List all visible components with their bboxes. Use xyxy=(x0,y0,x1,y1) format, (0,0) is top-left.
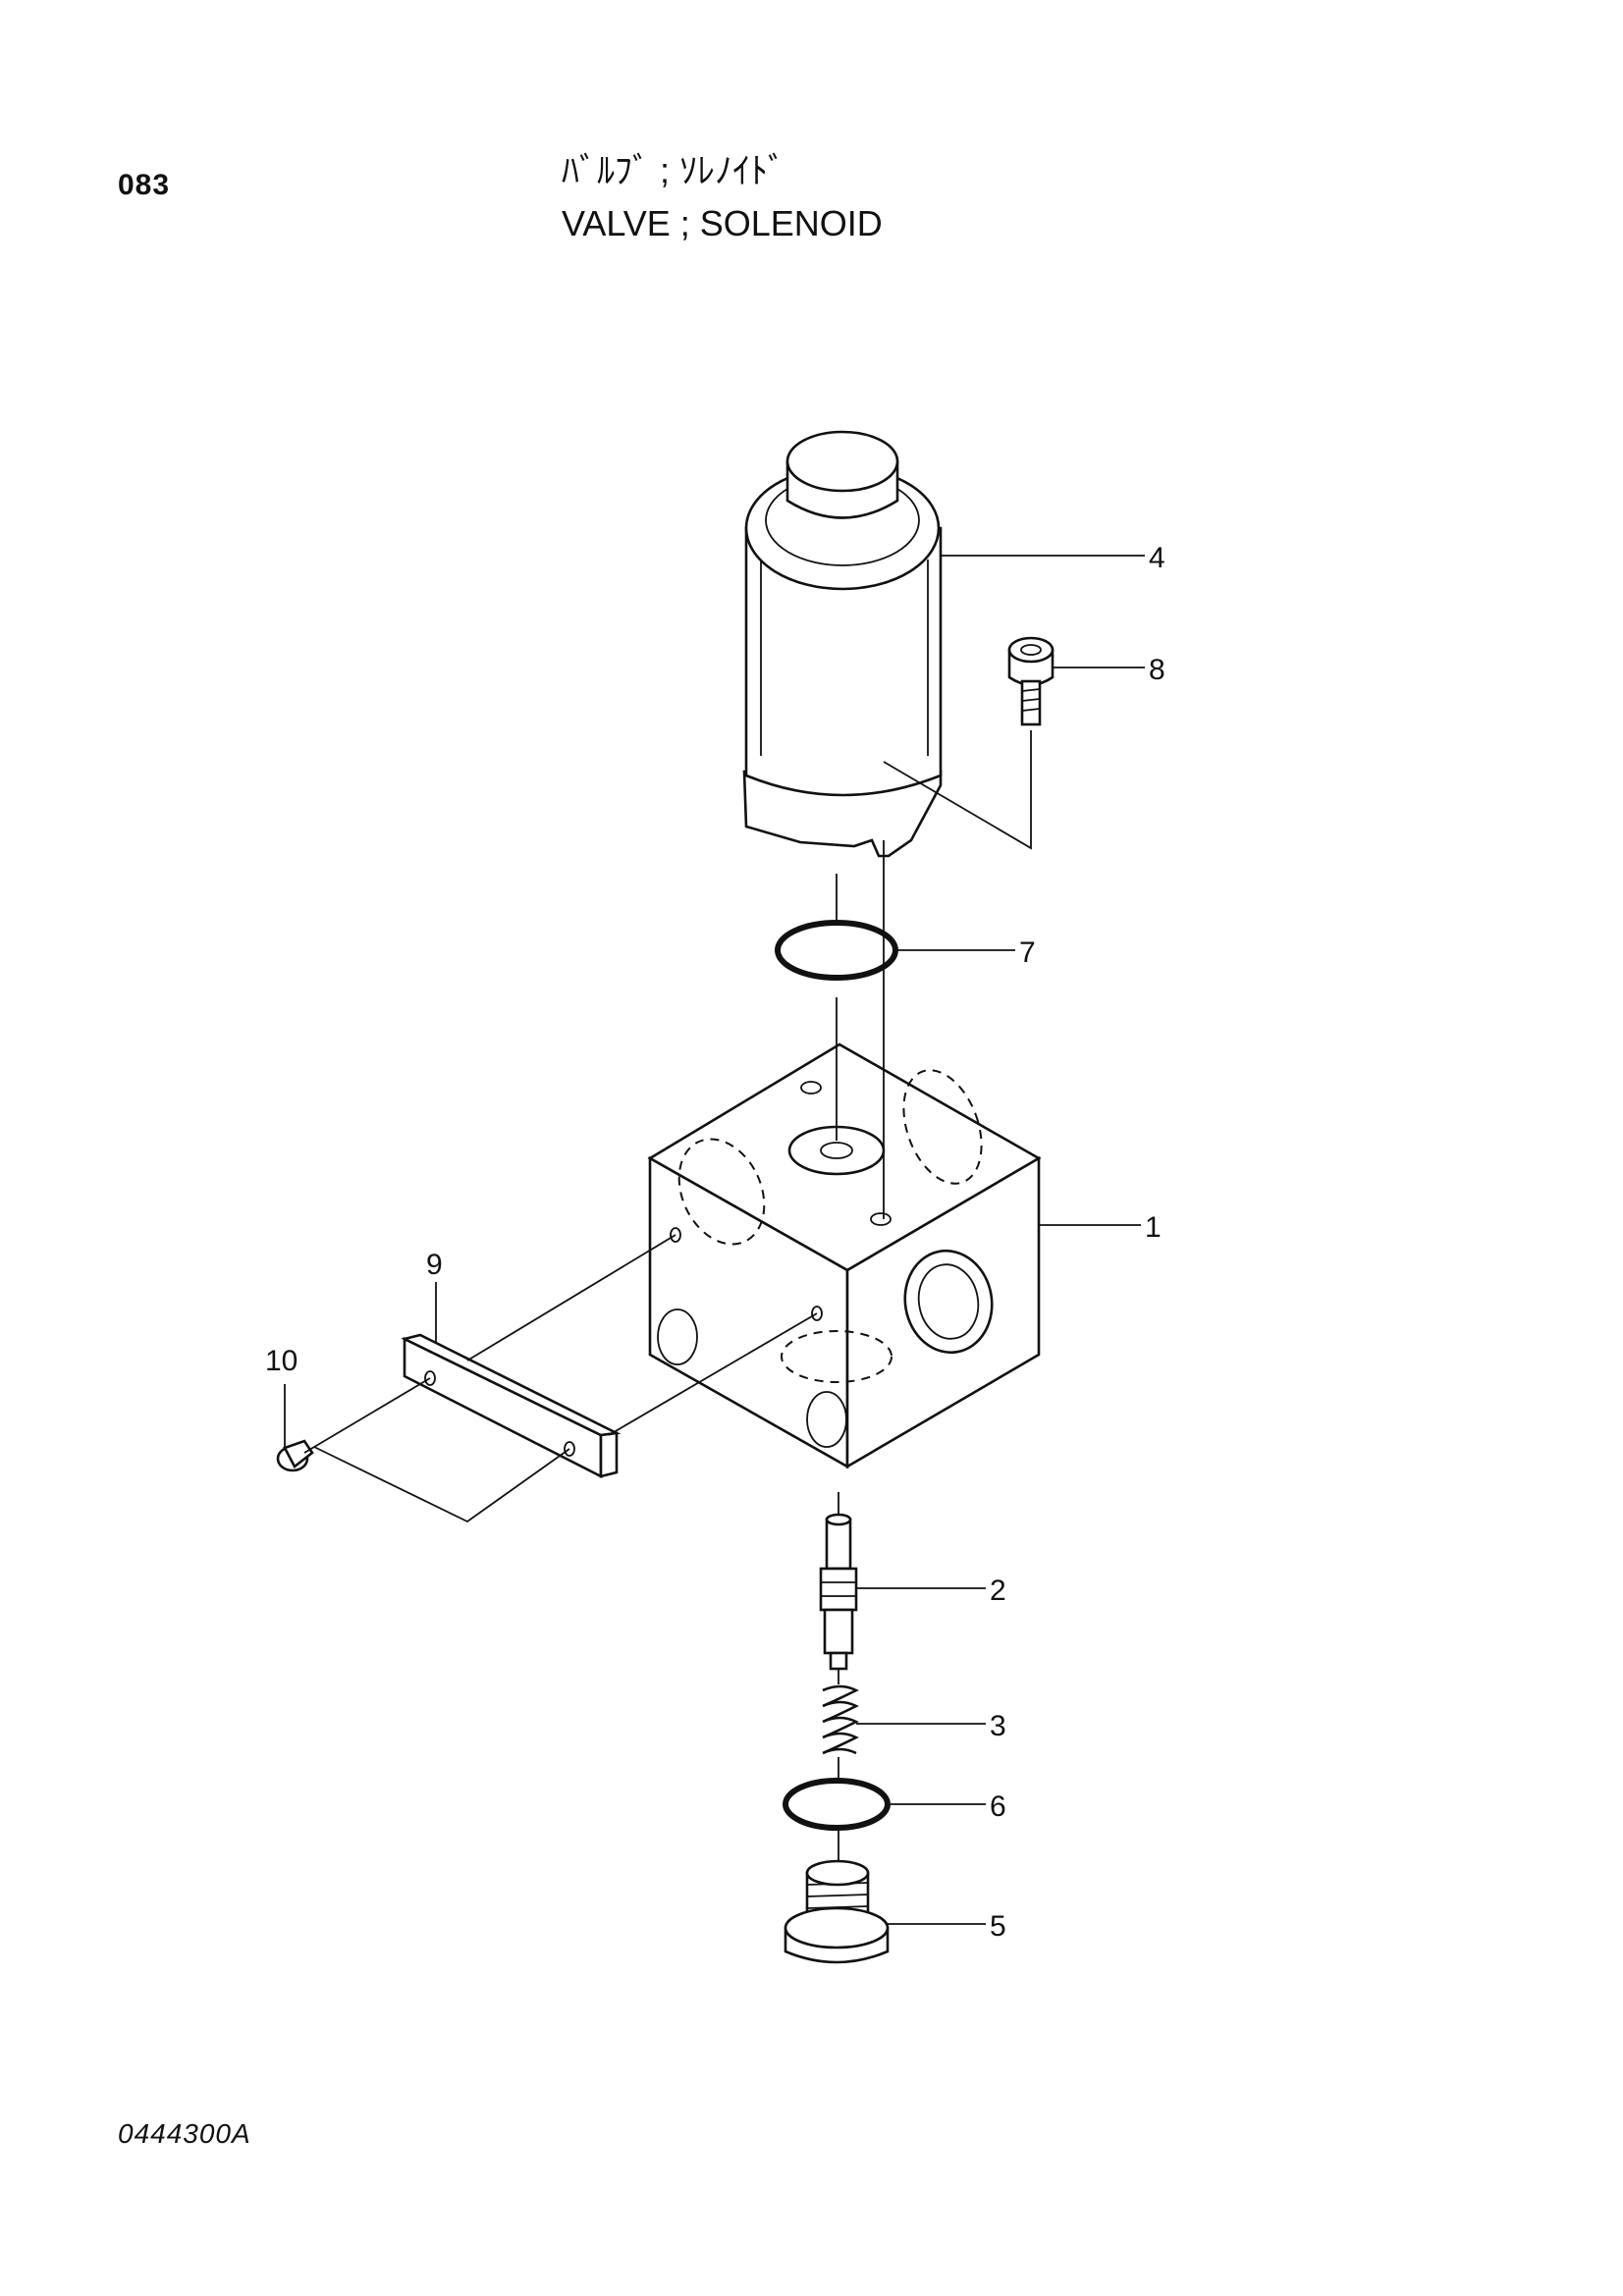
leader-lines xyxy=(284,555,1145,1925)
part-2-spool xyxy=(819,1513,858,1671)
callout-1: 1 xyxy=(1145,1211,1162,1244)
page-number: 083 xyxy=(118,169,171,201)
part-3-spring xyxy=(822,1684,859,1755)
callout-7: 7 xyxy=(1019,936,1036,969)
callout-10: 10 xyxy=(265,1345,298,1377)
drawing-code: 0444300A xyxy=(118,2118,251,2149)
part-1-valve-block xyxy=(647,1042,1042,1469)
title-english: VALVE ; SOLENOID xyxy=(562,203,883,243)
callout-3: 3 xyxy=(990,1710,1006,1742)
part-10-plug xyxy=(276,1439,314,1472)
callout-8: 8 xyxy=(1149,654,1165,686)
callout-6: 6 xyxy=(990,1790,1006,1823)
callout-2: 2 xyxy=(990,1575,1006,1607)
assembly-lines xyxy=(303,730,1032,1861)
callout-4: 4 xyxy=(1149,542,1165,574)
title-japanese: ﾊﾞﾙﾌﾞ ; ｿﾚﾉｲﾄﾞ xyxy=(562,150,786,190)
part-8-cap-screw xyxy=(1007,636,1055,726)
part-7-o-ring xyxy=(775,920,898,981)
part-9-plate xyxy=(401,1333,622,1479)
callout-9: 9 xyxy=(426,1249,443,1281)
part-5-plug xyxy=(784,1859,890,1964)
part-4-solenoid-coil xyxy=(742,430,943,858)
part-6-o-ring xyxy=(783,1778,891,1831)
callout-5: 5 xyxy=(990,1910,1006,1943)
